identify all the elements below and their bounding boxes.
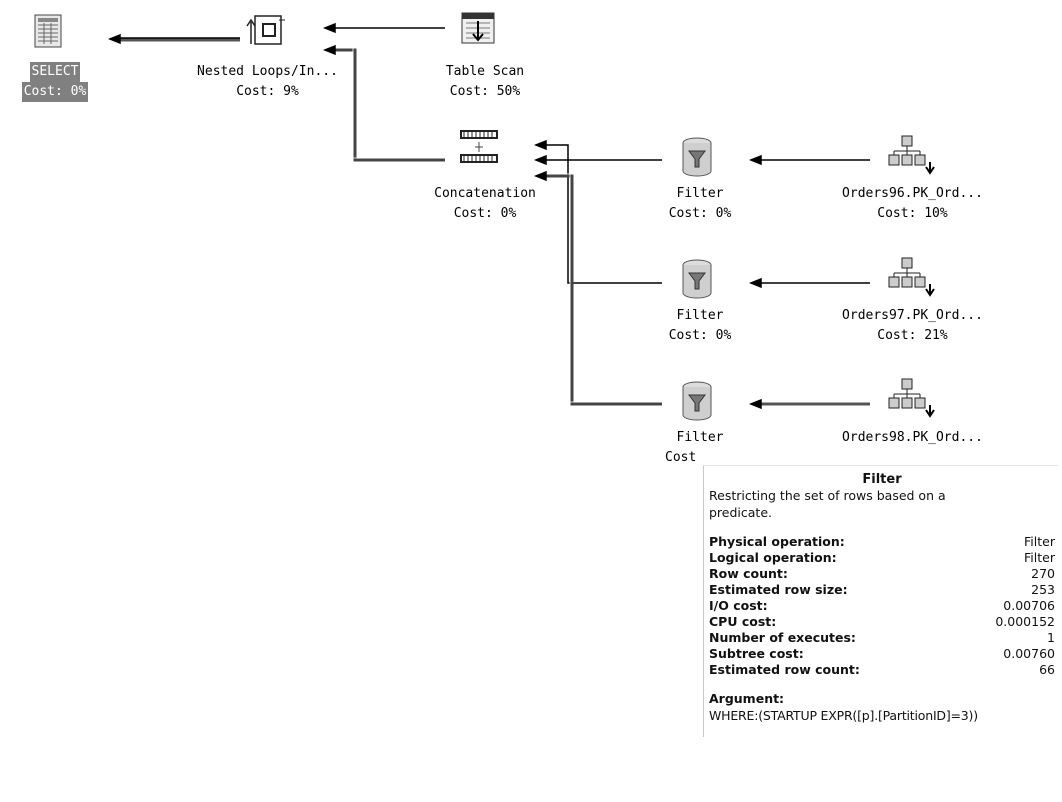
node-cost: Cost: 0% (21, 82, 89, 102)
plan-node-concatenation[interactable]: Concatenation Cost: 0% (400, 184, 570, 224)
property-value: 0.000152 (995, 614, 1055, 629)
tooltip-row: Logical operation: Filter (709, 550, 1055, 566)
node-name: Orders98.PK_Ord... (842, 430, 983, 445)
node-name: Filter (676, 308, 724, 323)
plan-node-table-scan[interactable]: Table Scan Cost: 50% (410, 62, 560, 102)
concatenation-icon[interactable] (460, 130, 498, 163)
property-value: 0.00706 (1003, 598, 1055, 613)
plan-node-select[interactable]: SELECT Cost: 0% (0, 62, 110, 102)
property-name: Number of executes: (709, 630, 856, 645)
node-cost: Cost: 21% (877, 328, 948, 343)
argument-value: WHERE:(STARTUP EXPR([p].[PartitionID]=3)… (709, 708, 978, 723)
property-value: 66 (1039, 662, 1055, 677)
tooltip-title: Filter (862, 472, 902, 487)
tooltip-row: I/O cost: 0.00706 (709, 598, 1055, 614)
node-name: Orders97.PK_Ord... (842, 308, 983, 323)
node-cost: Cost: 0% (668, 328, 732, 343)
tooltip-properties: Physical operation: Filter Logical operat… (709, 534, 1055, 678)
property-value: 1 (1047, 630, 1055, 645)
property-name: Estimated row count: (709, 662, 860, 677)
property-value: 253 (1031, 582, 1055, 597)
property-name: Row count: (709, 566, 788, 581)
plan-node-filter[interactable]: Filter Cost: 0% (640, 306, 760, 346)
argument-label: Argument: (709, 691, 785, 706)
node-cost: Cost: 0% (668, 206, 732, 221)
plan-node-index-scan[interactable]: Orders98.PK_Ord... (795, 428, 1030, 448)
node-cost: Cost: 50% (449, 84, 521, 99)
filter-icon[interactable] (682, 137, 712, 177)
select-icon[interactable] (34, 14, 62, 48)
plan-node-index-scan[interactable]: Orders96.PK_Ord... Cost: 10% (795, 184, 1030, 224)
node-name: Orders96.PK_Ord... (842, 186, 983, 201)
property-value: Filter (1024, 550, 1055, 565)
tooltip-row: Estimated row size: 253 (709, 582, 1055, 598)
plan-node-filter[interactable]: Filter Cost: 0% (640, 184, 760, 224)
property-value: 0.00760 (1003, 646, 1055, 661)
index-scan-icon[interactable] (888, 135, 935, 175)
tooltip-row: Subtree cost: 0.00760 (709, 646, 1055, 662)
property-name: I/O cost: (709, 598, 768, 613)
connector-lines (107, 22, 870, 410)
tooltip-row: Estimated row count: 66 (709, 662, 1055, 678)
node-cost: Cost: 10% (877, 206, 948, 221)
node-name: Concatenation (434, 186, 536, 201)
property-name: Physical operation: (709, 534, 845, 549)
nested-loops-icon[interactable] (246, 15, 285, 45)
index-scan-icon[interactable] (888, 257, 935, 297)
node-name: Nested Loops/In... (197, 64, 338, 79)
plan-node-index-scan[interactable]: Orders97.PK_Ord... Cost: 21% (795, 306, 1030, 346)
node-name: Filter (676, 430, 724, 445)
node-cost: Cost (665, 450, 697, 465)
tooltip-row: Row count: 270 (709, 566, 1055, 582)
filter-icon[interactable] (682, 381, 712, 421)
tooltip-description: Restricting the set of rows based on a p… (709, 488, 946, 520)
tooltip-row: Physical operation: Filter (709, 534, 1055, 550)
operator-tooltip: Filter Restricting the set of rows based… (703, 465, 1058, 737)
node-name: SELECT (29, 62, 81, 82)
property-name: Logical operation: (709, 550, 837, 565)
property-name: Estimated row size: (709, 582, 848, 597)
node-name: Filter (676, 186, 724, 201)
property-name: CPU cost: (709, 614, 777, 629)
tooltip-row: Number of executes: 1 (709, 630, 1055, 646)
node-cost: Cost: 9% (236, 84, 299, 99)
property-value: 270 (1031, 566, 1055, 581)
property-value: Filter (1024, 534, 1055, 549)
table-scan-icon[interactable] (461, 12, 495, 44)
node-cost: Cost: 0% (453, 206, 517, 221)
filter-icon[interactable] (682, 259, 712, 299)
plan-node-nested-loops[interactable]: Nested Loops/In... Cost: 9% (155, 62, 380, 102)
index-scan-icon[interactable] (888, 378, 935, 418)
property-name: Subtree cost: (709, 646, 804, 661)
node-name: Table Scan (445, 64, 525, 79)
plan-node-filter[interactable]: Filter Cost (640, 428, 760, 468)
tooltip-row: CPU cost: 0.000152 (709, 614, 1055, 630)
